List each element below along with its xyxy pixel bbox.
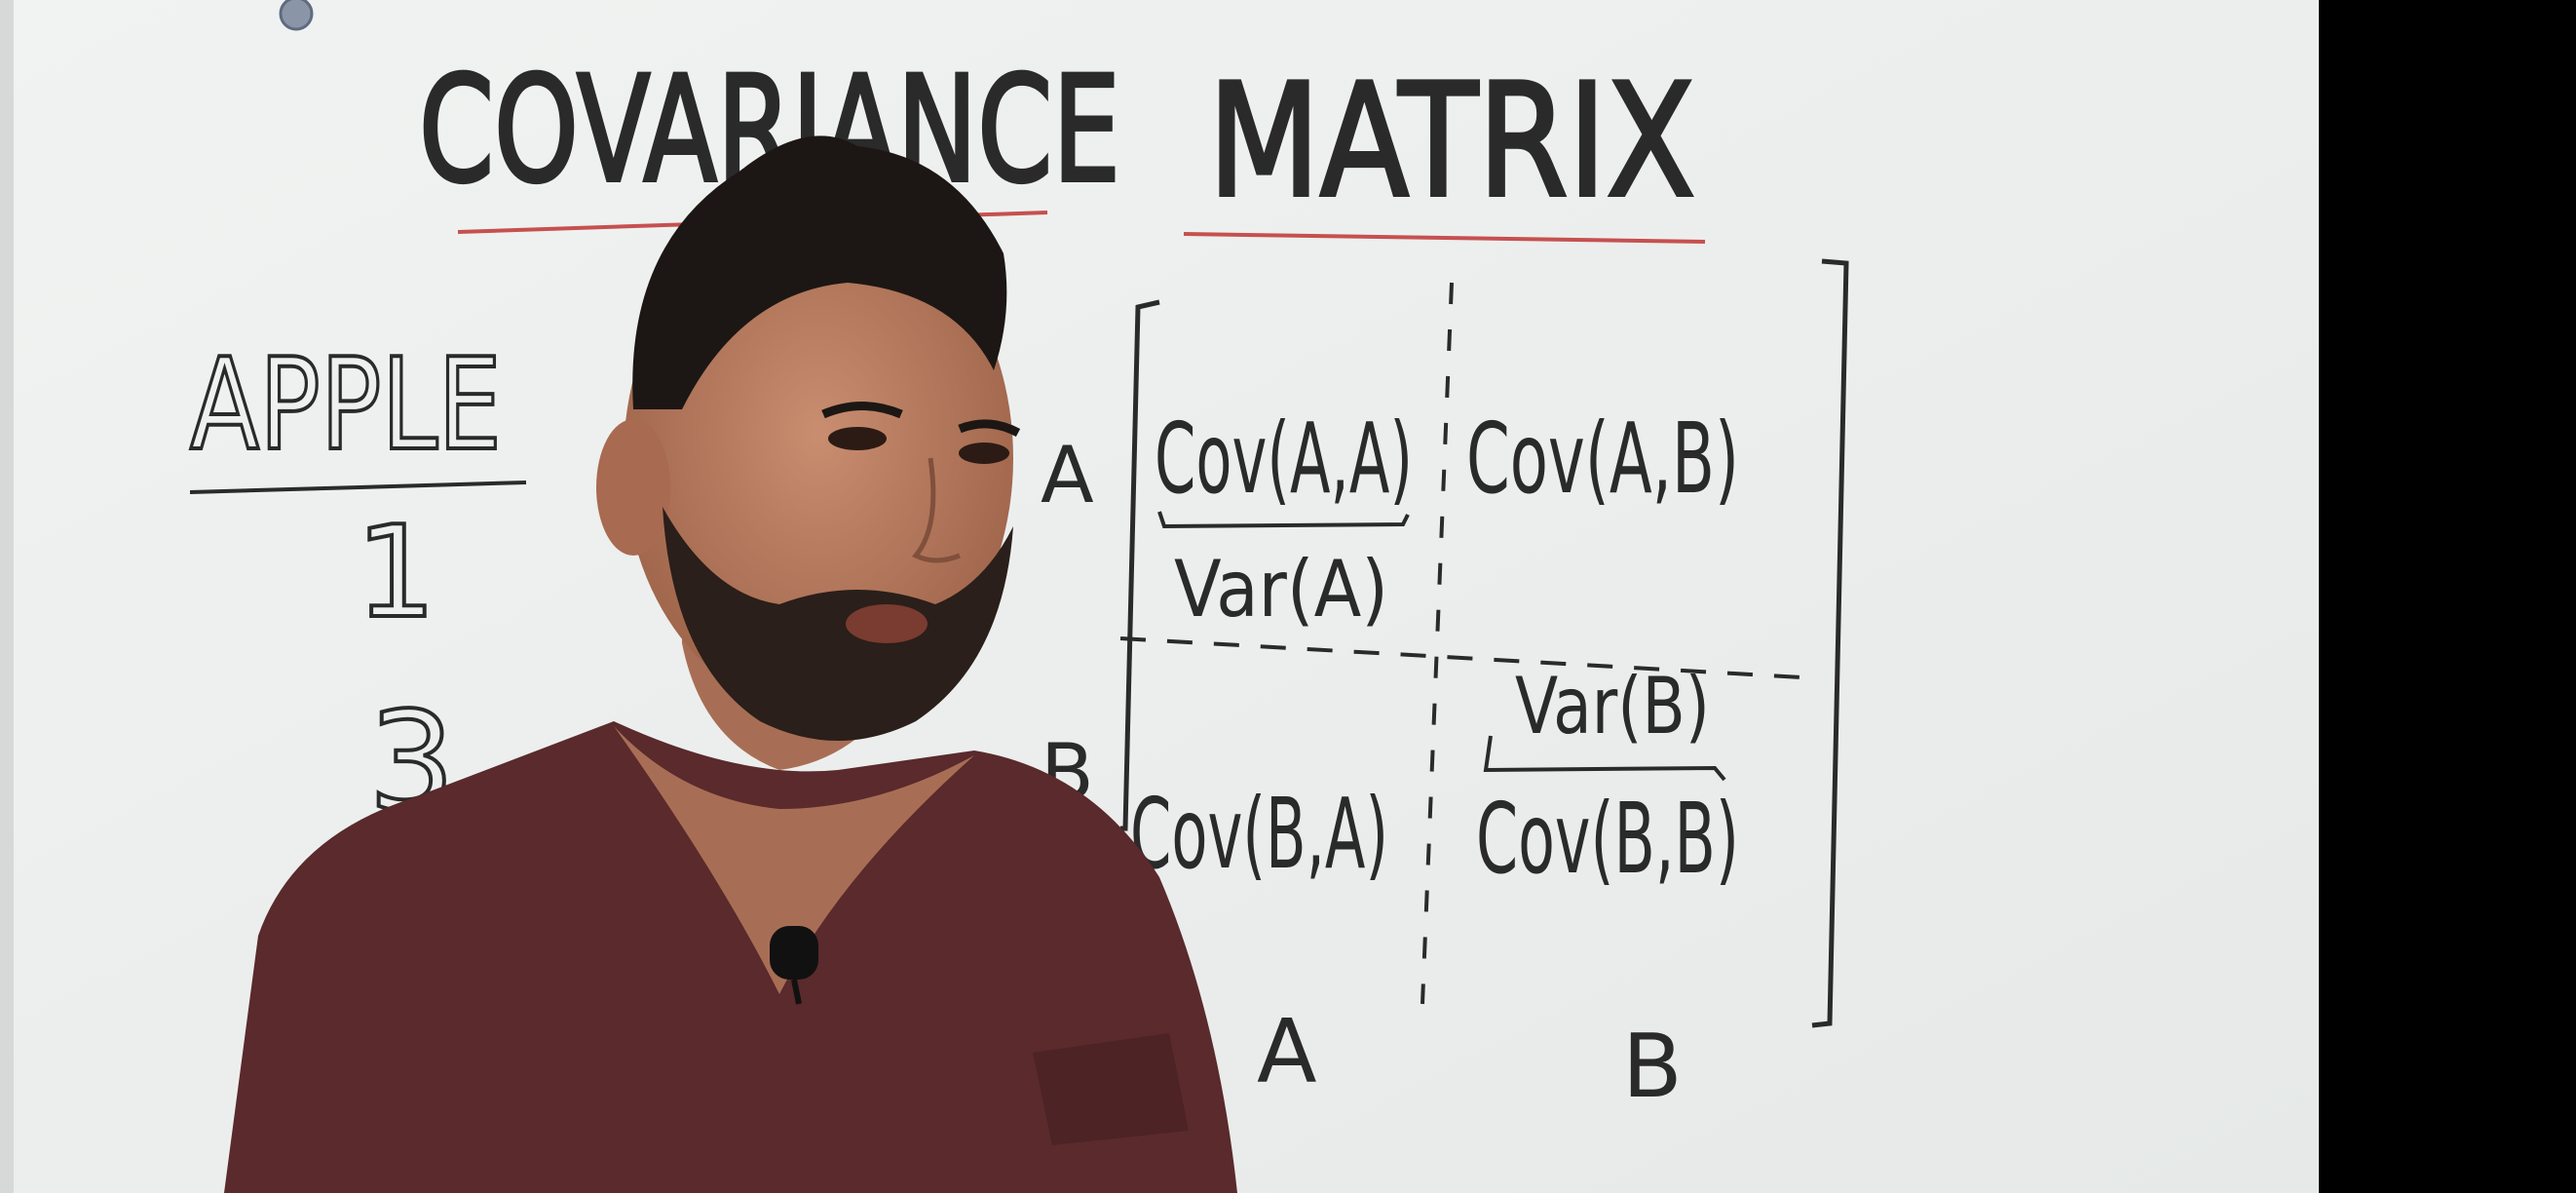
matrix-cell-ba: Cov(B,A) xyxy=(1130,777,1388,891)
presenter xyxy=(224,135,1237,1193)
matrix-row-label: A xyxy=(1041,430,1094,520)
circle-marker-icon xyxy=(279,0,314,31)
table-value: 1 xyxy=(356,498,436,646)
table-header-rule xyxy=(189,481,527,494)
matrix-left-bracket xyxy=(1120,299,1160,831)
presenter-hair xyxy=(632,135,1007,410)
matrix-cell-bb-note: Var(B) xyxy=(1515,661,1710,751)
matrix-cell-aa-underline xyxy=(1157,511,1410,529)
title-underline-right xyxy=(1183,232,1706,244)
presenter-beard xyxy=(663,507,1013,741)
matrix-cell-bb-bracket xyxy=(1483,735,1726,782)
board-title-right: MATRIX xyxy=(1208,50,1695,232)
lapel-mic-icon xyxy=(770,926,818,1005)
board-title-left: COVARIANCE xyxy=(419,46,1120,215)
matrix-cell-bb: Cov(B,B) xyxy=(1476,782,1739,896)
matrix-right-bracket xyxy=(1811,258,1849,1028)
video-player-surface[interactable]: COVARIANCE MATRIX APPLE 1 3 A B A B Cov(… xyxy=(0,0,2319,1193)
table-header: APPLE xyxy=(190,330,502,479)
matrix-col-label: B xyxy=(1622,1016,1683,1118)
presenter-shirt xyxy=(224,721,1237,1193)
letterbox-bar xyxy=(2319,0,2576,1193)
matrix-col-label: A xyxy=(1257,1001,1317,1103)
matrix-cell-aa: Cov(A,A) xyxy=(1155,402,1413,516)
matrix-cell-aa-note: Var(A) xyxy=(1174,544,1388,635)
matrix-cell-ab: Cov(A,B) xyxy=(1466,402,1739,516)
matrix-horizontal-divider xyxy=(1119,636,1803,679)
